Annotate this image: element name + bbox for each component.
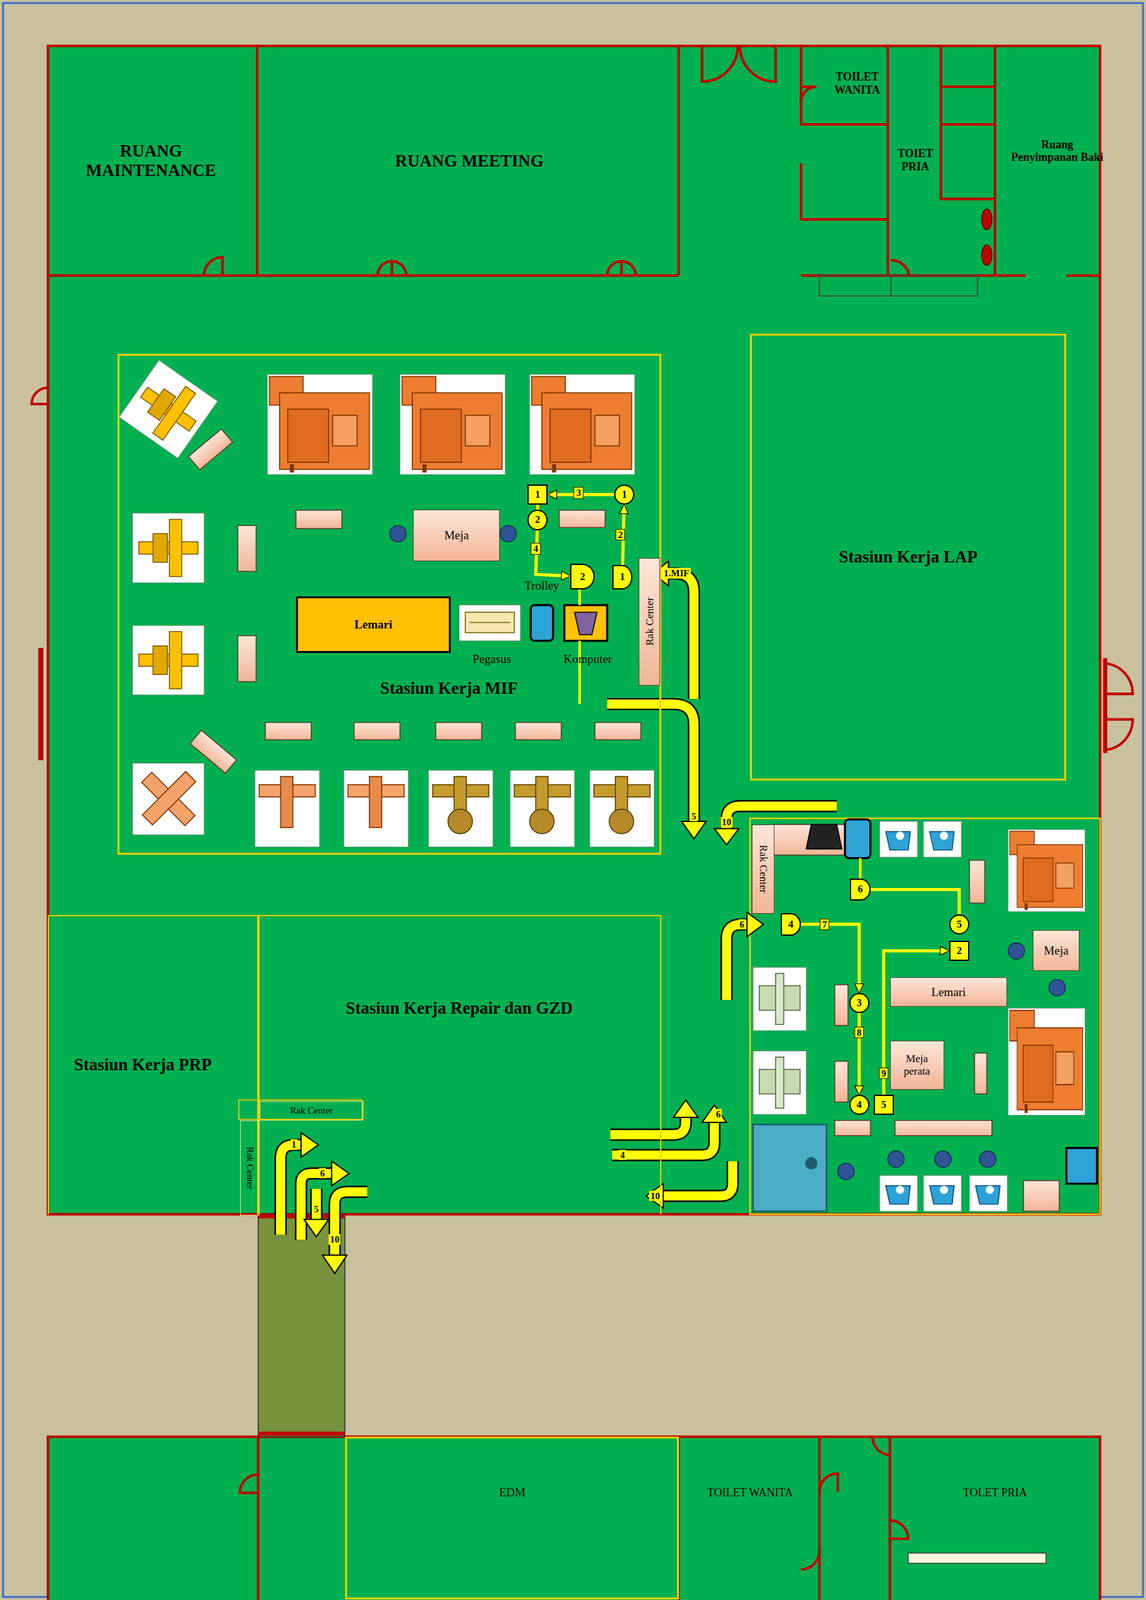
workstation-area: EDM [345,1437,679,1600]
step-square: 5 [873,1095,894,1116]
node-label: Lemari [354,617,393,632]
node-label: 4 [856,1099,862,1111]
step-square: 2 [949,941,970,962]
edge-label: 8 [854,1027,865,1040]
room-box: RUANG MAINTENANCE [47,45,258,276]
edge-label: 7 [819,918,830,931]
flow-connector [535,530,571,577]
step-circle: 2 [527,509,548,530]
callout-number: 10 [720,817,733,828]
node-label: 5 [956,919,962,931]
edge-label: 4 [530,543,541,556]
node-label: Rak Center [643,597,656,647]
node-label: Meja [444,528,469,543]
edge-label: 9 [878,1067,889,1080]
step-square: 1 [527,484,548,505]
node-label: 5 [881,1099,887,1111]
node-label: RUANG MEETING [395,151,544,171]
callout-number: 6 [318,1168,327,1180]
node-label: Meja [1044,944,1069,959]
step-marker: 1 [612,565,633,590]
node-label: 1 [619,571,625,583]
furniture-box: Lemari [890,977,1008,1008]
flow-connector [800,924,860,994]
node-label: Stasiun Kerja MIF [380,678,518,699]
node-label: Rak Center [244,1146,256,1190]
step-circle: 4 [849,1095,870,1116]
room-box: TOILET WANITA [678,1437,820,1600]
step-circle: 1 [614,484,635,505]
cabinet-box: Lemari [296,596,452,653]
furniture-box: Rak Center [751,824,775,915]
furniture-box: Rak Center [638,558,661,686]
callout-number: 6 [714,1108,723,1120]
flow-connector [883,951,950,1096]
node-label: Meja perata [892,1052,942,1078]
flow-connector [857,1013,861,1096]
room-box: TOILET WANITA [800,45,888,125]
part-label: Pegasus [472,652,512,666]
node-label: Stasiun Kerja LAP [838,547,978,568]
furniture-box: Meja [1032,930,1080,972]
step-marker: 6 [849,878,871,902]
callout-number: 10 [649,1190,662,1202]
rack-box: Rak Center [240,1120,260,1216]
room-box: Ruang Penyimpanan Baki [995,45,1101,276]
workstation-area: Stasiun Kerja LAP [749,333,1067,781]
callout-number: 6 [738,919,746,930]
callout-number: 5 [690,810,698,822]
node-label: TOIET PRIA [891,147,940,173]
callout-number: 5 [312,1203,320,1215]
callout-number: 1 [290,1139,298,1151]
node-label: 3 [856,997,862,1009]
room-box: RUANG MEETING [257,45,679,276]
node-label: EDM [499,1486,526,1500]
node-label: TOILET WANITA [816,70,899,97]
room-box: TOIET PRIA [887,45,941,276]
node-label: 1 [621,489,627,501]
step-circle: 3 [849,993,870,1014]
node-label: Lemari [931,985,966,1000]
node-label: Rak Center [290,1105,334,1117]
part-label: Trolley [524,578,559,593]
node-label: Stasiun Kerja Repair dan GZD [345,998,573,1019]
node-label: 1 [534,489,540,501]
workstation-area: Stasiun Kerja PRP Rak Center [47,915,258,1215]
part-label: Komputer [563,652,613,666]
step-marker: 4 [780,913,801,937]
callout-number: 1.MIF [662,568,691,579]
node-label: TOILET WANITA [707,1486,793,1500]
step-marker: 2 [570,563,595,590]
rack-box: Rak Center [259,1101,364,1121]
workstation-area: Stasiun Kerja MIF MejaLemari Rak Center 1 1 2… [117,353,662,855]
node-label: 4 [788,919,794,931]
node-label: Rak Center [756,845,770,894]
node-label: 2 [580,571,586,583]
room-box: TOLET PRIA [890,1437,1101,1600]
flow-connector [870,890,960,915]
node-label: 6 [857,883,863,896]
node-label: TOLET PRIA [963,1486,1028,1500]
node-label: RUANG MAINTENANCE [74,141,228,181]
node-label: Stasiun Kerja PRP [74,1055,212,1075]
step-circle: 5 [949,914,970,935]
callout-number: 10 [328,1234,341,1246]
edge-label: 3 [573,487,585,500]
flow-connector [536,504,540,510]
node-label: 2 [534,514,540,526]
edge-label: 2 [615,528,626,541]
furniture-box: Meja [413,509,500,561]
callout-number: 4 [618,1149,627,1161]
furniture-box: Meja perata [890,1041,945,1091]
node-label: Ruang Penyimpanan Baki [1007,138,1108,165]
node-label: 2 [956,945,962,957]
